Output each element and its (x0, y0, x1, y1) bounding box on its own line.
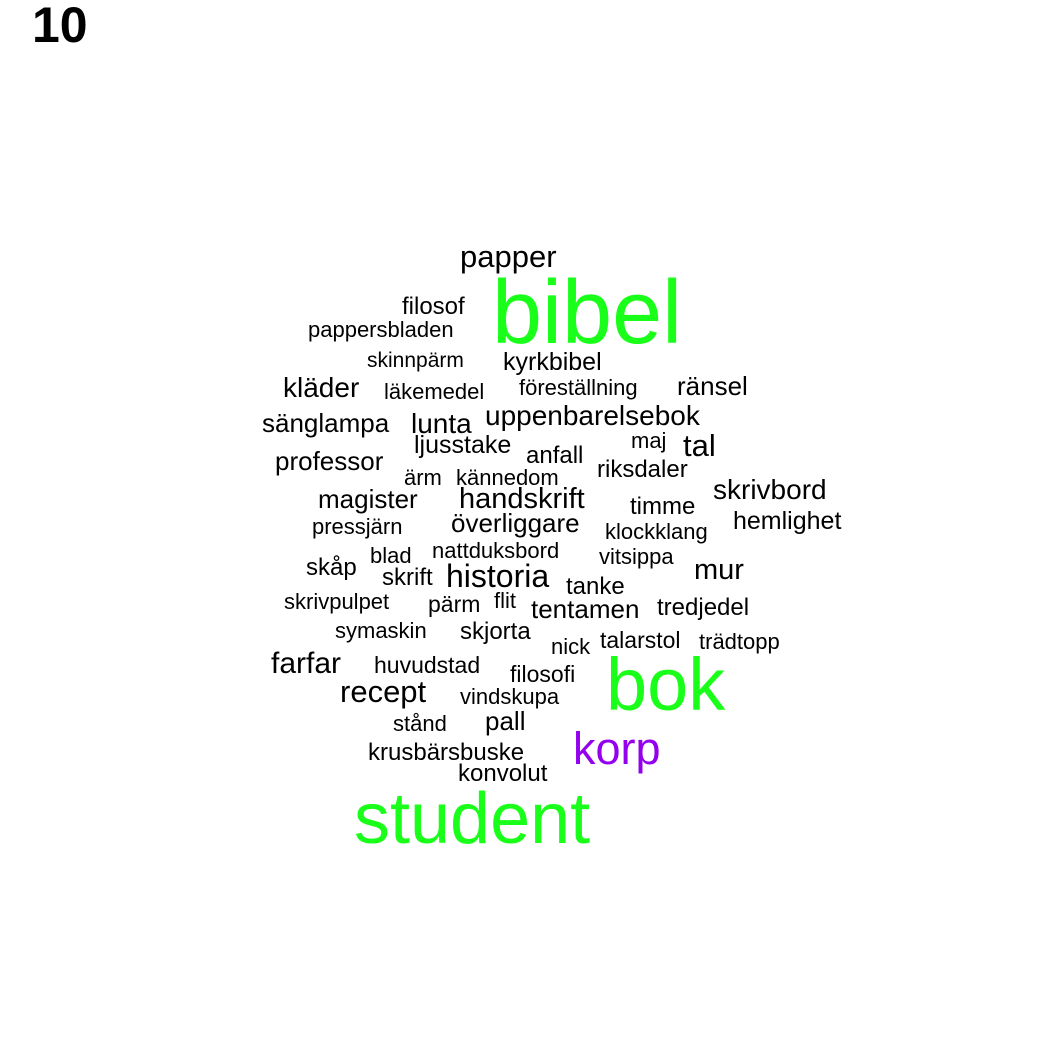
cloud-word: skinnpärm (367, 349, 464, 372)
cloud-word: tanke (566, 573, 625, 600)
cloud-word: student (354, 779, 591, 859)
cloud-word: skrivbord (713, 474, 827, 505)
cloud-word: bok (606, 643, 726, 726)
cloud-word: timme (630, 493, 696, 520)
cloud-word: ränsel (677, 371, 748, 401)
cloud-word: kyrkbibel (503, 348, 602, 376)
cloud-word: filosof (402, 293, 465, 320)
cloud-word: skjorta (460, 618, 531, 645)
cloud-word: överliggare (451, 508, 580, 538)
cloud-word: klockklang (605, 519, 708, 544)
cloud-word: anfall (526, 442, 584, 469)
cloud-word: tredjedel (657, 594, 750, 621)
cloud-word: historia (446, 558, 550, 594)
cloud-word: pappersbladen (308, 317, 454, 342)
panel-label: 10 (32, 0, 88, 53)
cloud-word: mur (694, 554, 744, 586)
cloud-word: professor (275, 446, 384, 476)
cloud-word: handskrift (459, 483, 585, 515)
cloud-word: recept (340, 674, 427, 709)
cloud-word: talarstol (600, 627, 681, 653)
cloud-word: kläder (283, 372, 360, 403)
cloud-word: vindskupa (460, 684, 560, 709)
cloud-word: magister (318, 484, 418, 514)
cloud-word: lunta (411, 408, 472, 439)
cloud-word: riksdaler (597, 456, 688, 483)
cloud-word: stånd (393, 711, 447, 736)
cloud-word: vitsippa (599, 544, 674, 569)
cloud-word: föreställning (519, 375, 638, 400)
cloud-word: skrivpulpet (284, 589, 390, 614)
cloud-word: huvudstad (374, 652, 481, 678)
cloud-word: korp (573, 723, 661, 774)
cloud-word: tal (683, 428, 716, 463)
cloud-word: maj (631, 428, 667, 453)
cloud-word: uppenbarelsebok (485, 400, 700, 431)
cloud-word: konvolut (458, 760, 548, 787)
cloud-word: farfar (271, 647, 342, 680)
cloud-word: hemlighet (733, 507, 842, 535)
cloud-word: nick (551, 634, 591, 659)
cloud-word: pall (485, 706, 526, 736)
cloud-word: flit (494, 588, 516, 613)
cloud-word: skåp (306, 554, 357, 581)
cloud-word: sänglampa (262, 408, 390, 438)
cloud-word: trädtopp (699, 629, 780, 654)
cloud-word: krusbärsbuske (368, 739, 525, 766)
cloud-word: tentamen (531, 594, 640, 624)
cloud-word: pärm (428, 591, 481, 617)
cloud-word: papper (460, 239, 557, 274)
cloud-word: blad (370, 543, 412, 568)
cloud-word: ärm (404, 465, 442, 490)
cloud-word: symaskin (335, 618, 427, 643)
cloud-word: pressjärn (312, 514, 403, 539)
cloud-word: filosofi (510, 661, 576, 687)
cloud-word: skrift (382, 564, 433, 591)
cloud-word: ljusstake (414, 431, 512, 459)
cloud-word: nattduksbord (432, 538, 560, 563)
cloud-word: bibel (492, 263, 683, 363)
cloud-word: läkemedel (384, 379, 485, 404)
cloud-word: kännedom (456, 465, 559, 490)
